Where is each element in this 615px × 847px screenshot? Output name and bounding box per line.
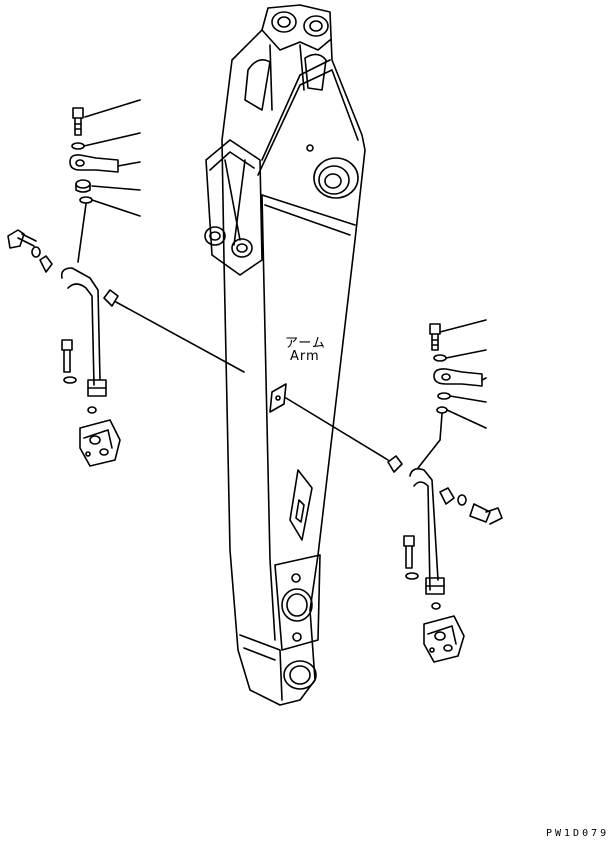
left-grease-line-set — [7, 99, 245, 467]
arm-body — [204, 4, 366, 706]
arm-label-en: Arm — [290, 349, 320, 364]
drawing-code: PW1D079 — [546, 828, 610, 839]
arm-label-jp: アーム — [285, 336, 326, 351]
right-grease-line-set — [285, 319, 503, 663]
